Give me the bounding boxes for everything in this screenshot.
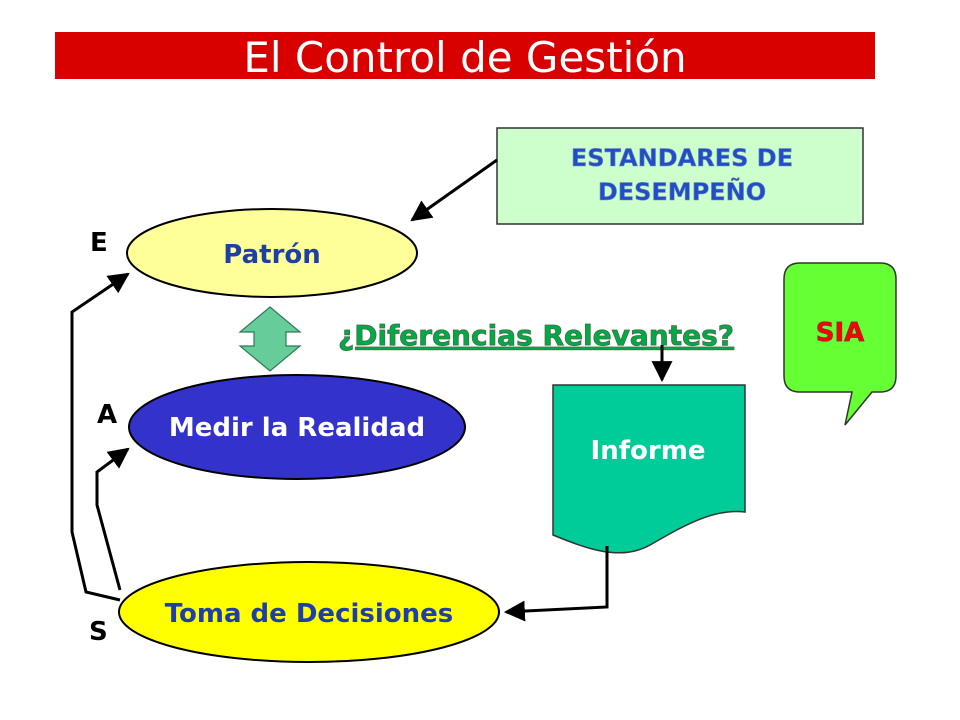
informe-label: Informe	[591, 436, 706, 466]
arrow-estandares-to-patron	[410, 158, 498, 222]
estandares-label-line1: ESTANDARES DE	[571, 144, 793, 172]
patron-ellipse	[126, 208, 418, 298]
arrow-decisiones-to-patron	[70, 272, 130, 602]
letter-a: A	[97, 400, 117, 430]
sia-callout	[783, 262, 897, 426]
arrow-decisiones-to-medir	[95, 447, 130, 591]
arrow-informe-to-decisiones	[503, 546, 609, 622]
letter-s: S	[89, 617, 108, 647]
title-bar	[55, 32, 875, 79]
decisiones-ellipse	[118, 561, 500, 663]
estandares-box	[496, 127, 864, 225]
decisiones-label: Toma de Decisiones	[165, 599, 454, 629]
letter-e: E	[90, 228, 108, 258]
diferencias-question: ¿Diferencias Relevantes?	[338, 319, 734, 352]
page-title: El Control de Gestión	[243, 33, 686, 82]
medir-ellipse	[128, 374, 466, 480]
informe-document	[552, 384, 746, 554]
double-arrow	[238, 306, 302, 372]
patron-label: Patrón	[223, 240, 321, 270]
medir-label: Medir la Realidad	[169, 413, 425, 443]
estandares-label-line2: DESEMPEÑO	[598, 177, 766, 206]
sia-label: SIA	[816, 318, 865, 348]
